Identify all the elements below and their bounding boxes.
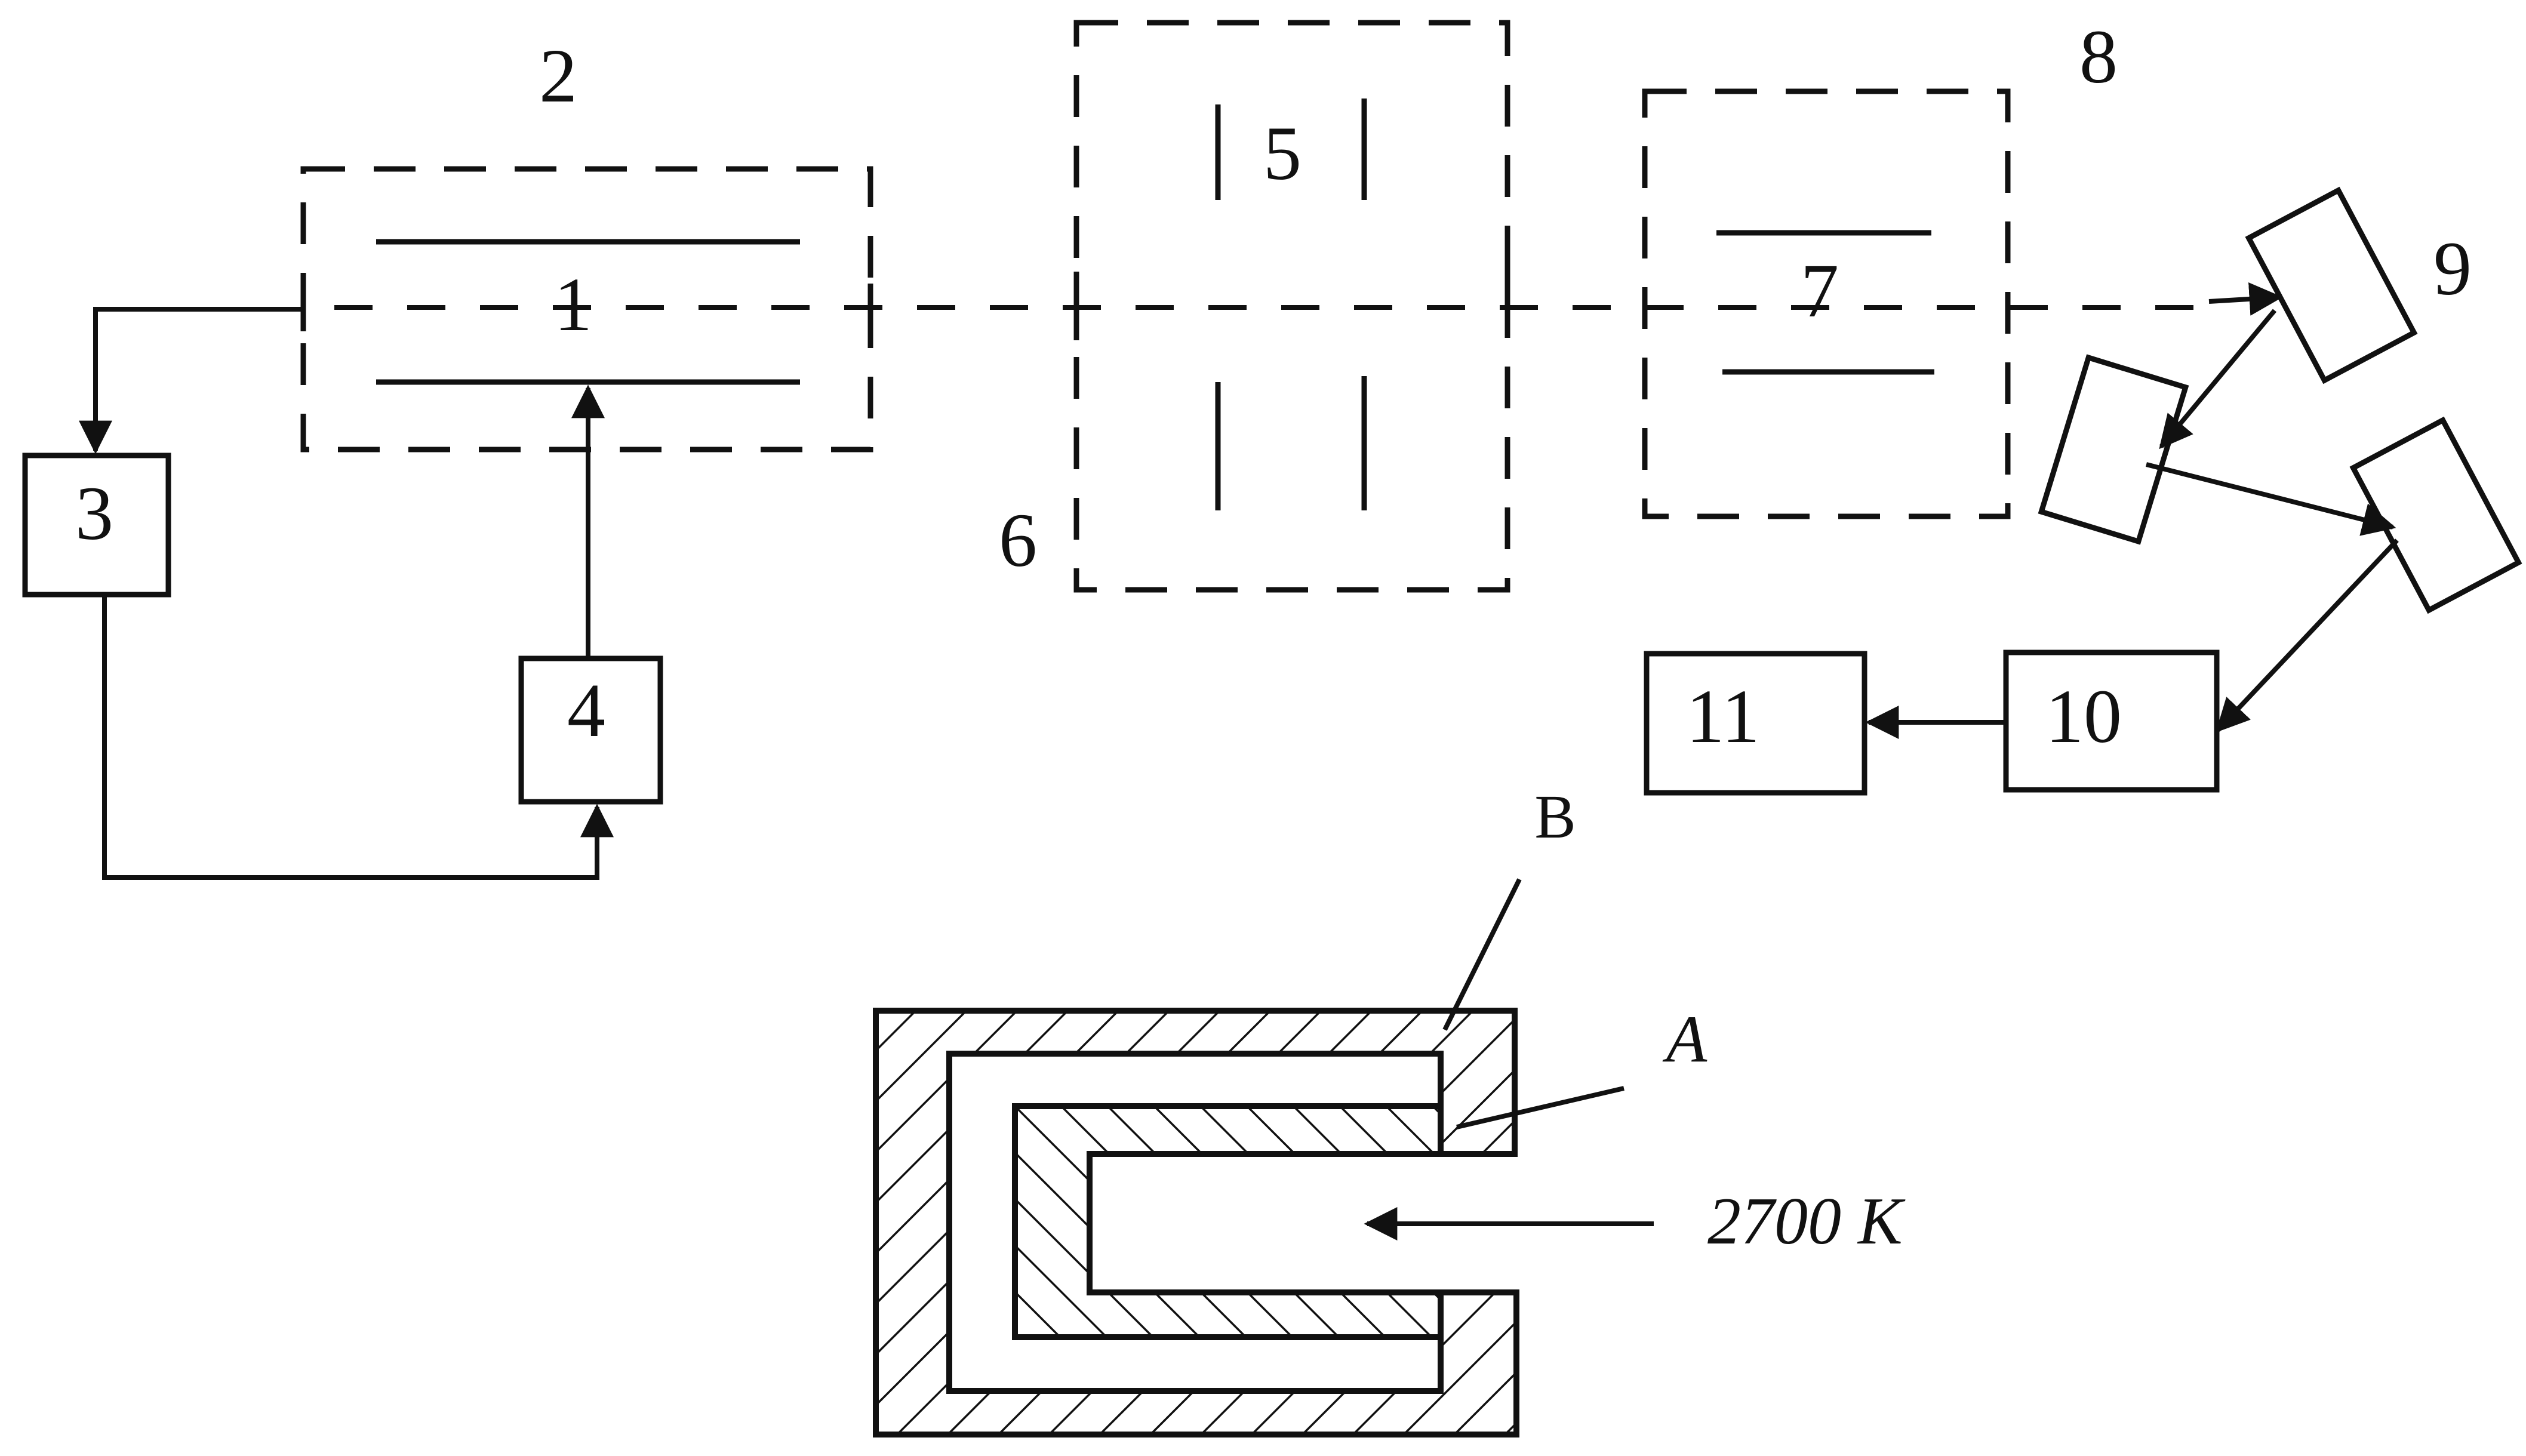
beam-lower-to-10 — [2216, 538, 2399, 733]
block-8 — [1642, 88, 2011, 519]
label-a: A — [1662, 1002, 1707, 1076]
label-7: 7 — [1801, 248, 1839, 333]
block-3 — [22, 453, 171, 598]
label-11: 11 — [1686, 674, 1759, 759]
beam-9-upper-to-middle — [2159, 309, 2277, 450]
label-3: 3 — [75, 471, 113, 556]
label-4: 4 — [567, 668, 605, 753]
mirror-middle — [2038, 354, 2189, 545]
leader-b — [1442, 878, 1522, 1031]
label-10: 10 — [2045, 674, 2122, 759]
label-5: 5 — [1263, 111, 1302, 196]
crucible-cross-section — [873, 1008, 1519, 1437]
block-8-dashed-frame — [1642, 88, 2011, 519]
optical-axis-arrow-to-9 — [2208, 282, 2283, 316]
block-4 — [518, 655, 663, 805]
block-11 — [1644, 651, 1867, 796]
label-8: 8 — [2079, 14, 2118, 99]
leader-a — [1456, 1086, 1624, 1129]
label-1: 1 — [554, 262, 592, 347]
label-9: 9 — [2433, 226, 2472, 311]
wire-1-to-3 — [79, 307, 303, 454]
block-5-6 — [1073, 20, 1510, 593]
label-6: 6 — [999, 498, 1037, 583]
label-2: 2 — [539, 33, 577, 118]
label-b: B — [1534, 783, 1576, 851]
wire-3-to-4 — [102, 595, 614, 880]
layer-b-outer-shell — [873, 1008, 1519, 1437]
block-10 — [2003, 649, 2220, 793]
mirror-upper — [2245, 186, 2418, 384]
mirror-lower — [2349, 416, 2522, 614]
beam-middle-to-lower — [2146, 462, 2396, 536]
layer-a-inner-lining — [1012, 1103, 1444, 1340]
temperature-label: 2700 K — [1707, 1184, 1906, 1258]
